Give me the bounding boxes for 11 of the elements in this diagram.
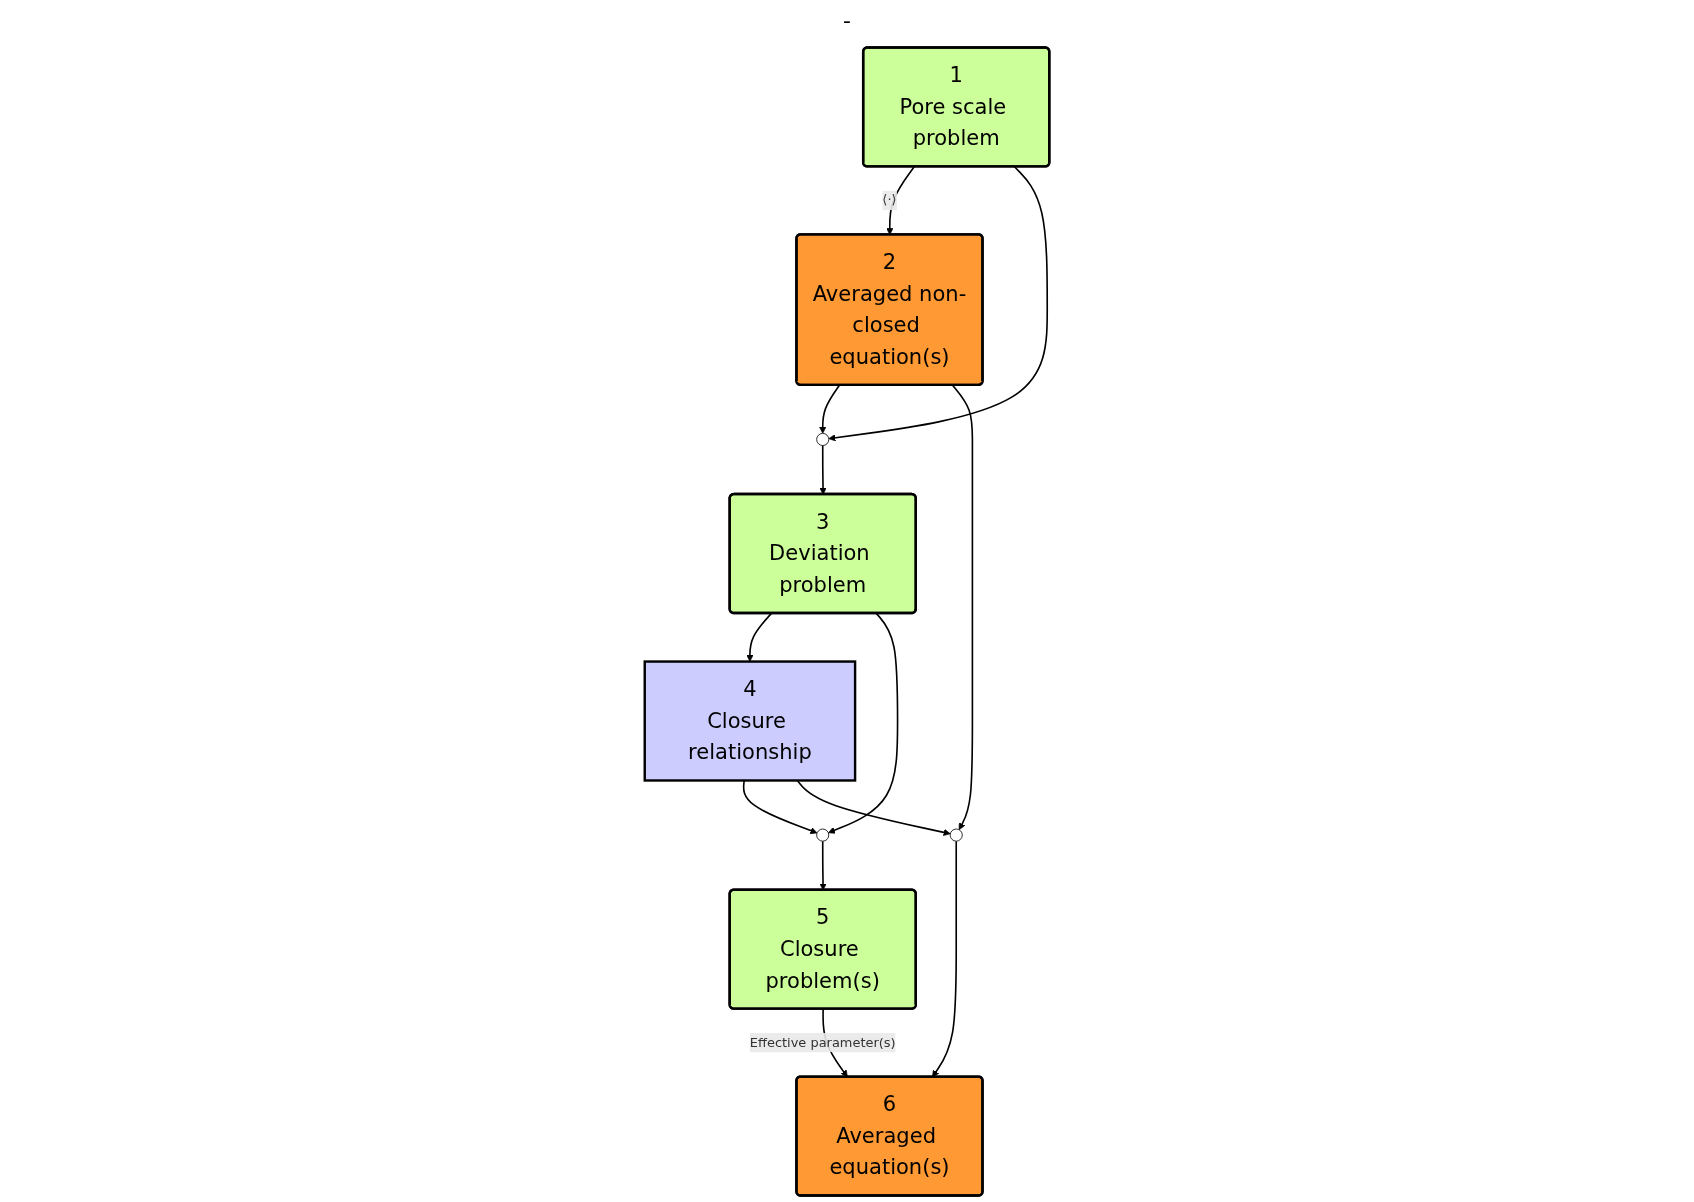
edge-label: ⟨·⟩: [882, 192, 897, 208]
sign-label: -: [843, 8, 851, 33]
edge-label: Effective parameter(s): [749, 1034, 896, 1050]
node-circle: [816, 433, 830, 446]
arrow: [951, 384, 974, 831]
node-circle: [949, 828, 963, 842]
node-box: 4 Closure relationship: [643, 660, 857, 782]
node-circle: [816, 828, 830, 842]
arrow: [819, 444, 827, 495]
arrow: [819, 384, 841, 434]
arrow: [828, 166, 1049, 442]
